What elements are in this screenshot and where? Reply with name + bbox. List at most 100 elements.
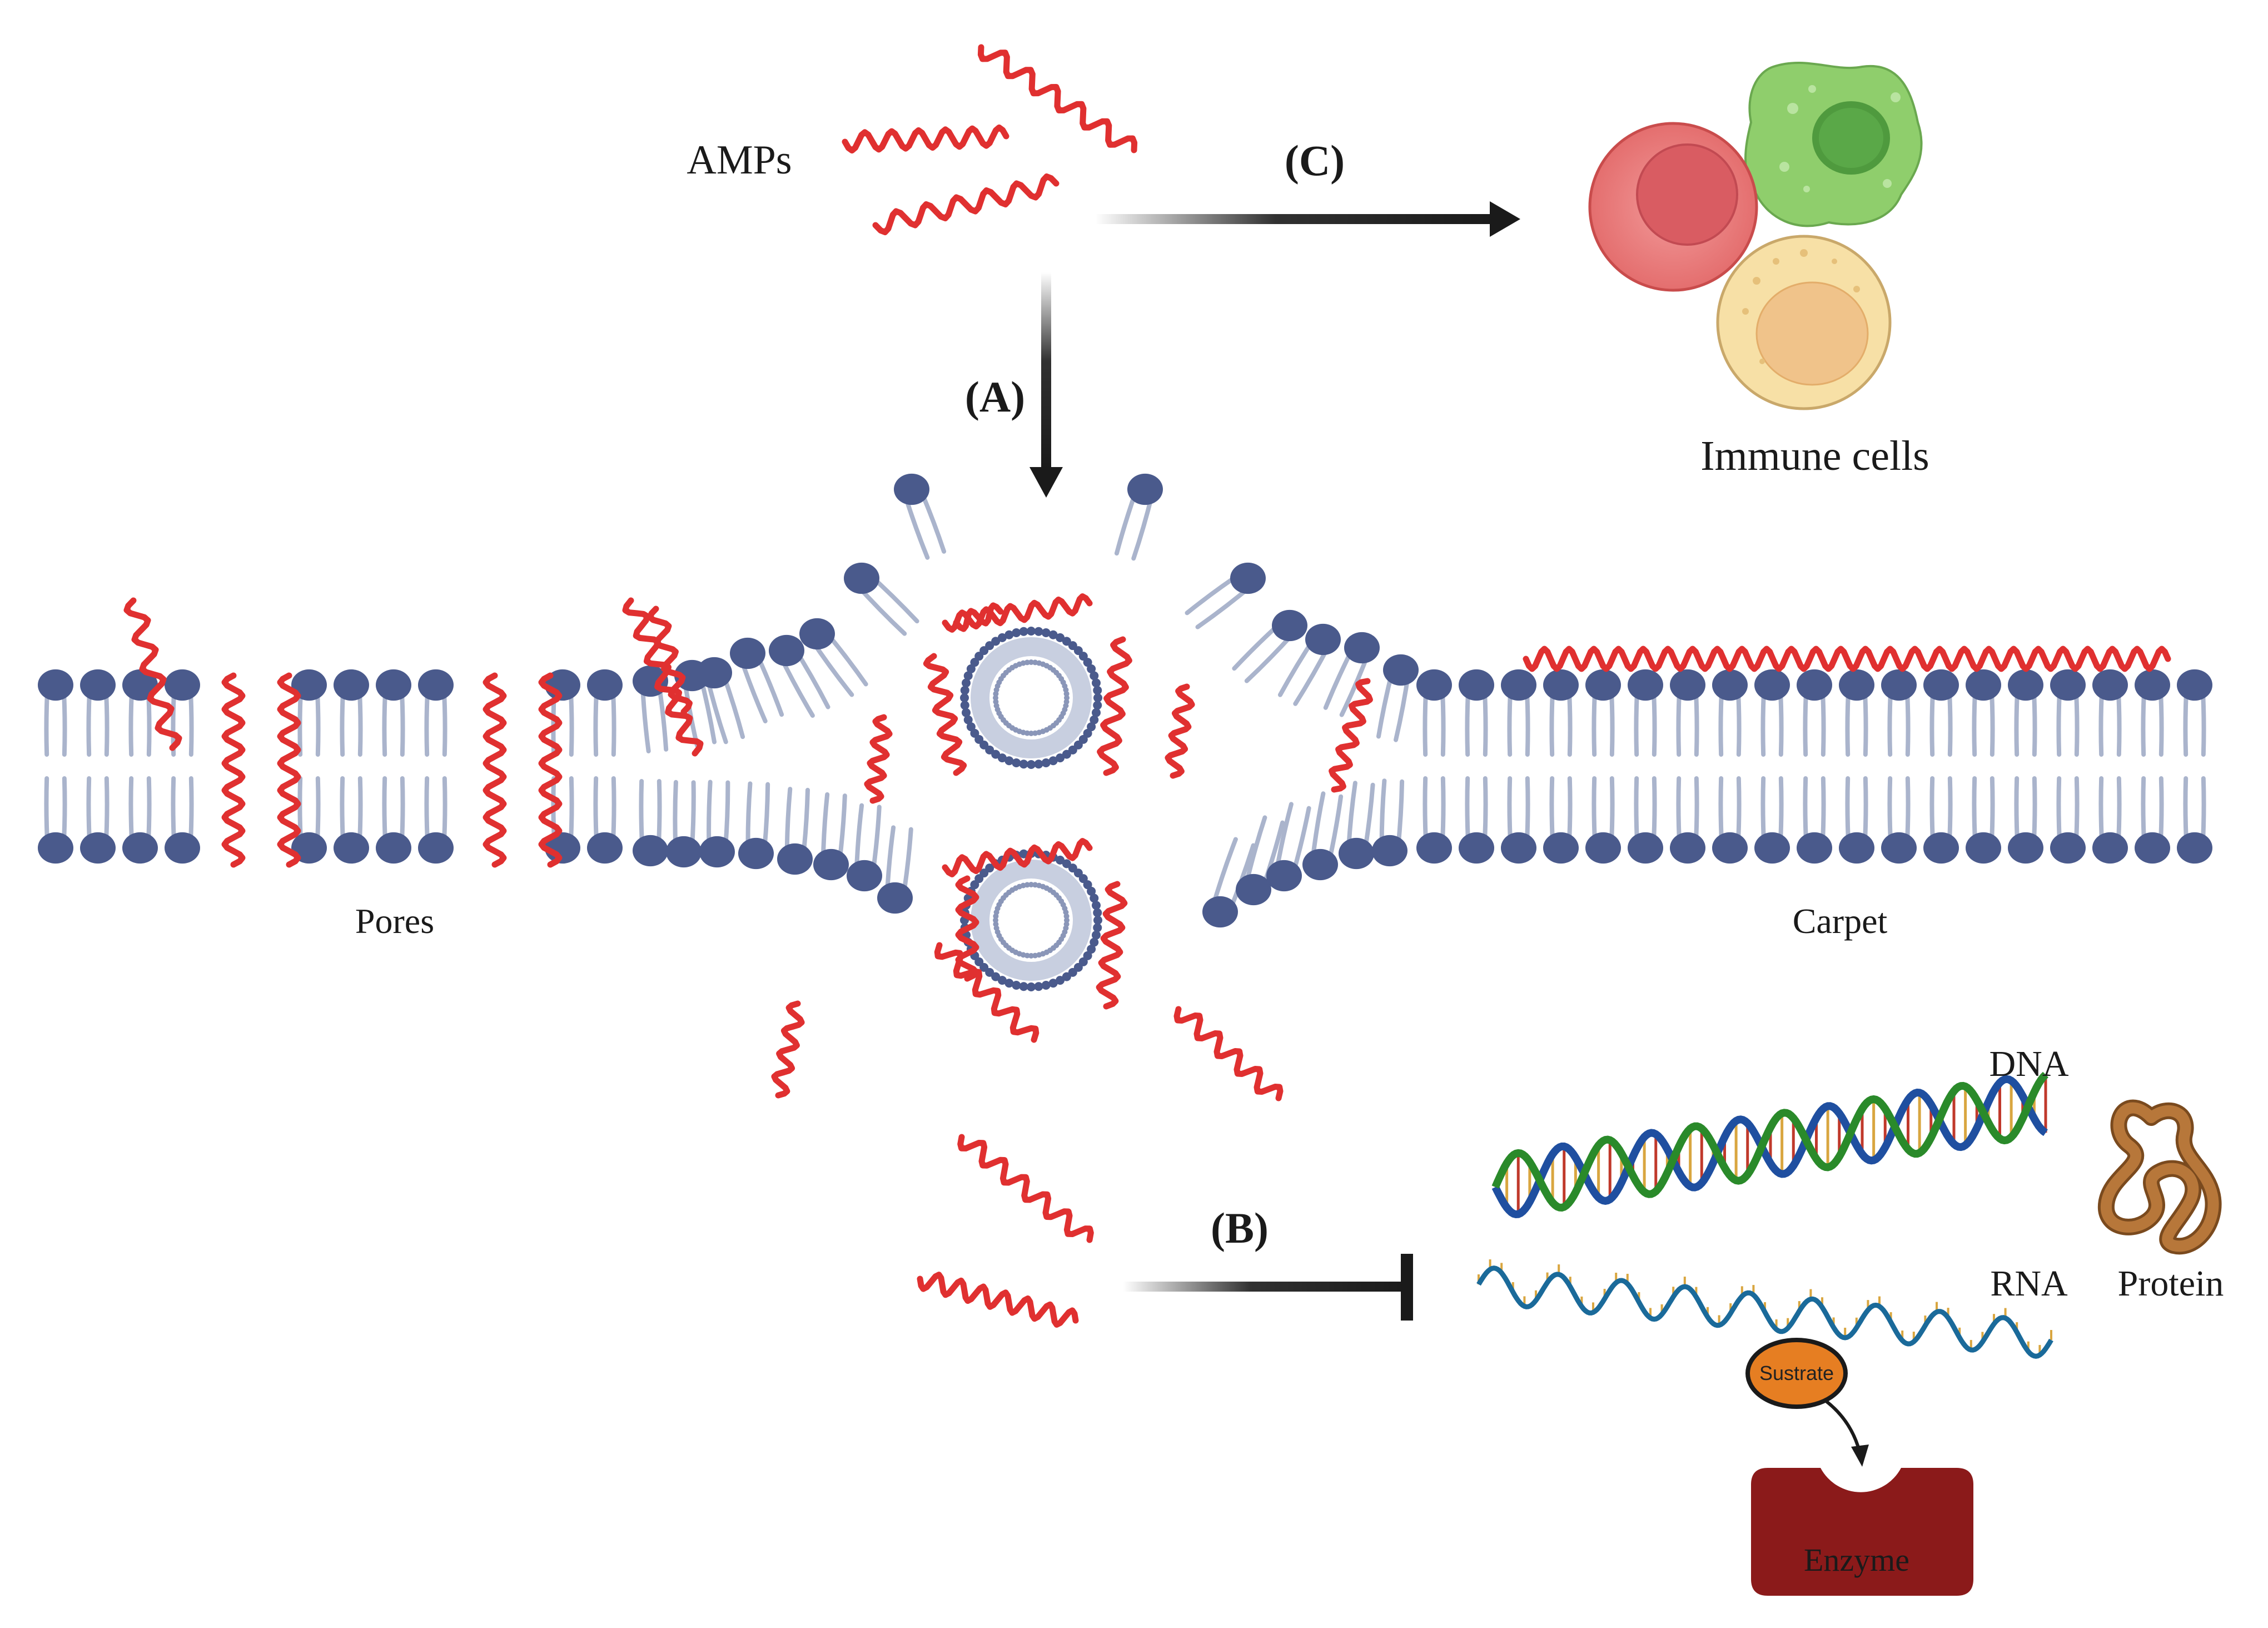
lipid [376,776,411,864]
micelle-head [1093,923,1102,932]
lipid [1754,669,1790,757]
peptide-helix [957,1134,1094,1243]
lipid [38,669,73,757]
micelle-head [966,722,976,732]
micelle-head [1019,849,1028,858]
lipid-head [847,860,882,892]
lipid [2177,669,2212,757]
lipid [418,669,454,757]
lipid-head [1712,832,1748,864]
peptide-helix [538,672,563,868]
lipid [1881,669,1917,757]
lipid [2050,669,2086,757]
micelle-head [1019,627,1028,636]
lipid [2135,776,2170,864]
peptide-helix [123,597,182,751]
lipid-bilayer-membrane [38,473,2212,928]
lipid-head [80,669,116,701]
lipid [1339,781,1375,870]
lipid-head [1202,896,1238,928]
lipid [1114,473,1163,561]
lipid [1670,776,1705,864]
lipid-head [2092,669,2128,701]
peptide-helix [1097,636,1132,776]
mixed-micelles [960,627,1102,991]
amps-label: AMPs [687,137,792,183]
micelle-head [1004,756,1014,766]
peptide-helix [622,597,704,757]
micelle-head [1087,886,1096,896]
lipid [1416,669,1452,757]
enzyme-shape [1751,1468,1973,1596]
lipid-head [1543,669,1579,701]
lipid-head [2050,669,2086,701]
lipid [2135,669,2170,757]
peptide-helix [934,942,1040,1043]
lipid [813,792,849,881]
step-a-label: (A) [965,373,1025,421]
lipid [165,669,200,757]
lipid-head [38,832,73,864]
lipid-head [165,832,200,864]
micelle-head [1056,855,1065,865]
lipid [1543,776,1579,864]
lipid [1670,669,1705,757]
lipid [1236,815,1285,906]
lipid [633,779,668,867]
micelle-head [1012,980,1021,990]
arrow-a [1029,272,1063,498]
micelle-head [960,701,969,710]
lipid-head [418,832,454,864]
peptide-helix [771,1000,805,1099]
micelle-head [1083,880,1092,890]
lipid-head [1302,848,1338,881]
micelle-head [1048,979,1058,988]
peptide-helix [842,124,1009,154]
micelle-head [1012,758,1021,767]
lipid [1459,669,1494,757]
micelle-head [963,671,973,681]
lipid [1376,654,1419,742]
step-b-label: (B) [1211,1204,1269,1252]
lipid-head [2008,832,2043,864]
lipid-head [1543,832,1579,864]
peptide-helix [953,602,1004,632]
lipid-head [1839,669,1874,701]
rna-strand [1476,1259,2053,1359]
lipid [1543,669,1579,757]
lipid [769,634,830,718]
micelle-head [1091,930,1101,940]
micelle-head [960,686,969,695]
micelle [960,627,1102,769]
lipid [1712,669,1748,757]
lipid [1585,776,1621,864]
peptide-helix [221,672,246,868]
lipid-head [1839,832,1874,864]
inhibition-arrow-b [1123,1254,1413,1321]
lipid-head [1459,669,1494,701]
dna-double-helix [1491,1071,2048,1219]
micelle-head [997,633,1007,642]
micelle-head [1004,979,1014,988]
lipid [847,803,882,892]
step-c-label: (C) [1285,136,1345,185]
lipid [2008,669,2043,757]
lipid-head [1236,873,1271,906]
lipid-head [1230,562,1266,594]
lipid-head [1416,669,1452,701]
lipid-head [1923,832,1959,864]
lipid-head [1501,669,1536,701]
lipid-head [122,832,158,864]
micelle [960,849,1102,991]
reaction-arrow [1825,1399,1869,1467]
micelle-head [966,664,976,673]
lipid-head [1383,654,1419,686]
lipid-head [1585,669,1621,701]
lipid [2050,776,2086,864]
lipid-head [1266,860,1302,892]
peptide-helix [1165,683,1195,779]
micelle-head [1093,908,1102,917]
lymphocyte-cell [1716,235,1892,410]
lipid-head [376,832,411,864]
lipid-head [2050,832,2086,864]
